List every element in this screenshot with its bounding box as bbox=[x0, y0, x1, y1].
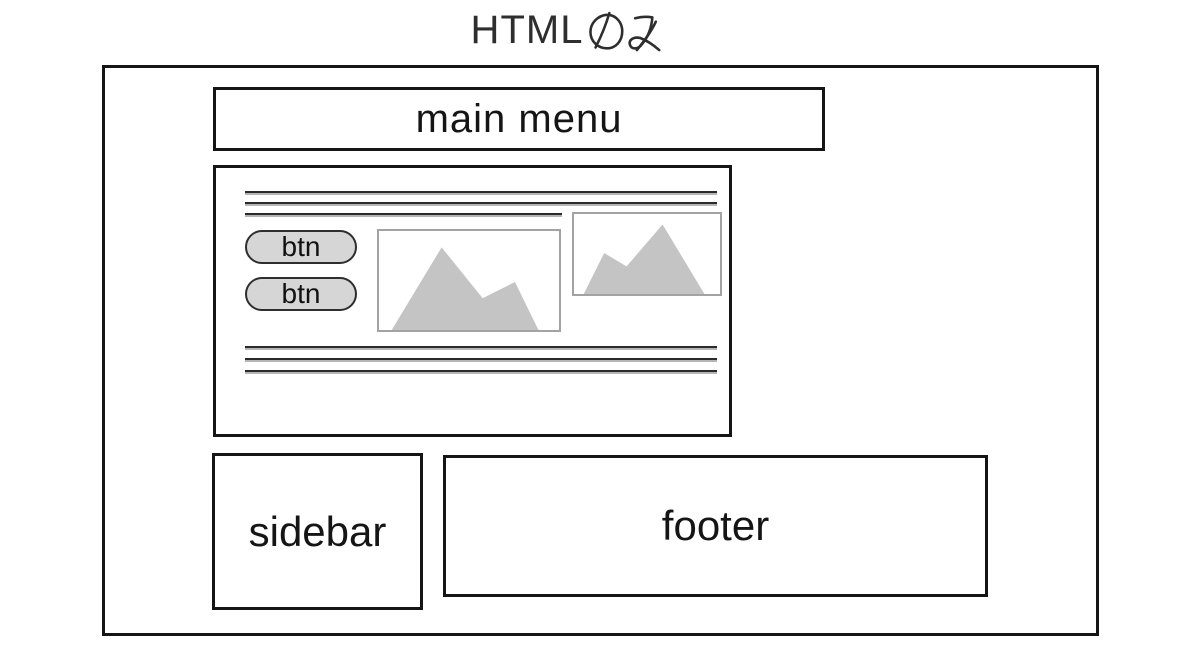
footer-box: footer bbox=[443, 455, 988, 597]
text-line bbox=[245, 346, 717, 348]
page-outline-box: main menu btn btn bbox=[102, 65, 1099, 636]
text-line bbox=[245, 370, 717, 372]
btn-button-2[interactable]: btn bbox=[245, 277, 357, 311]
page-title-kana-glyphs bbox=[589, 11, 661, 51]
text-line bbox=[245, 213, 562, 215]
text-line bbox=[245, 202, 717, 204]
main-menu-label: main menu bbox=[415, 96, 623, 141]
hiragana-mi-glyph bbox=[628, 15, 661, 51]
main-menu-box: main menu bbox=[213, 87, 825, 151]
image-placeholder-large bbox=[377, 229, 561, 332]
page-title: HTML bbox=[471, 4, 670, 56]
text-line bbox=[245, 358, 717, 360]
text-line bbox=[245, 191, 717, 193]
btn-button-1[interactable]: btn bbox=[245, 230, 357, 264]
mountain-icon bbox=[583, 224, 705, 294]
page-title-latin: HTML bbox=[470, 7, 584, 52]
hiragana-no-glyph bbox=[589, 11, 624, 50]
footer-label: footer bbox=[661, 502, 770, 549]
image-placeholder-small bbox=[572, 212, 722, 296]
content-box: btn btn bbox=[213, 165, 732, 437]
btn-button-2-label: btn bbox=[281, 278, 321, 309]
sidebar-box: sidebar bbox=[212, 453, 423, 610]
mountain-icon bbox=[391, 247, 539, 330]
btn-button-1-label: btn bbox=[281, 231, 321, 262]
sidebar-label: sidebar bbox=[248, 507, 387, 555]
